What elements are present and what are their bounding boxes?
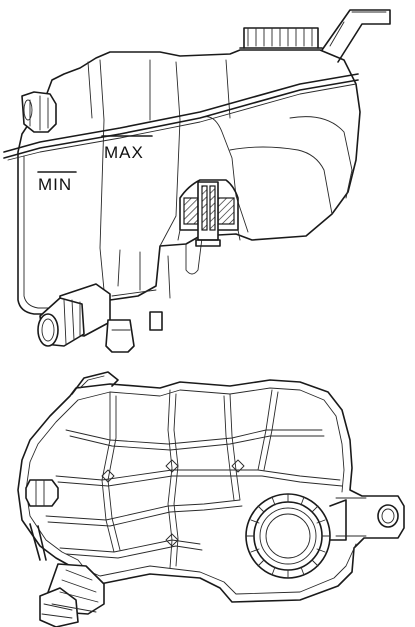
max-label: MAX (104, 143, 144, 162)
top-view (17, 371, 405, 627)
min-label: MIN (38, 175, 72, 194)
side-view (3, 9, 391, 353)
body-seam-band (3, 73, 359, 153)
rib-network (45, 389, 341, 569)
outlet-hose-plan (39, 563, 105, 627)
outlet-hose (37, 283, 111, 347)
bottom-pin-left (105, 319, 135, 353)
filler-cap (245, 493, 331, 579)
vent-fitting (21, 91, 57, 133)
bottom-pin-right (149, 311, 163, 331)
handle (71, 371, 119, 395)
level-sensor-section (177, 179, 241, 247)
mounting-bracket (321, 9, 391, 63)
mounting-lug (335, 497, 399, 537)
filler-neck (243, 27, 319, 49)
vent-fitting-plan (25, 479, 59, 507)
tank-body-outline (17, 49, 361, 315)
